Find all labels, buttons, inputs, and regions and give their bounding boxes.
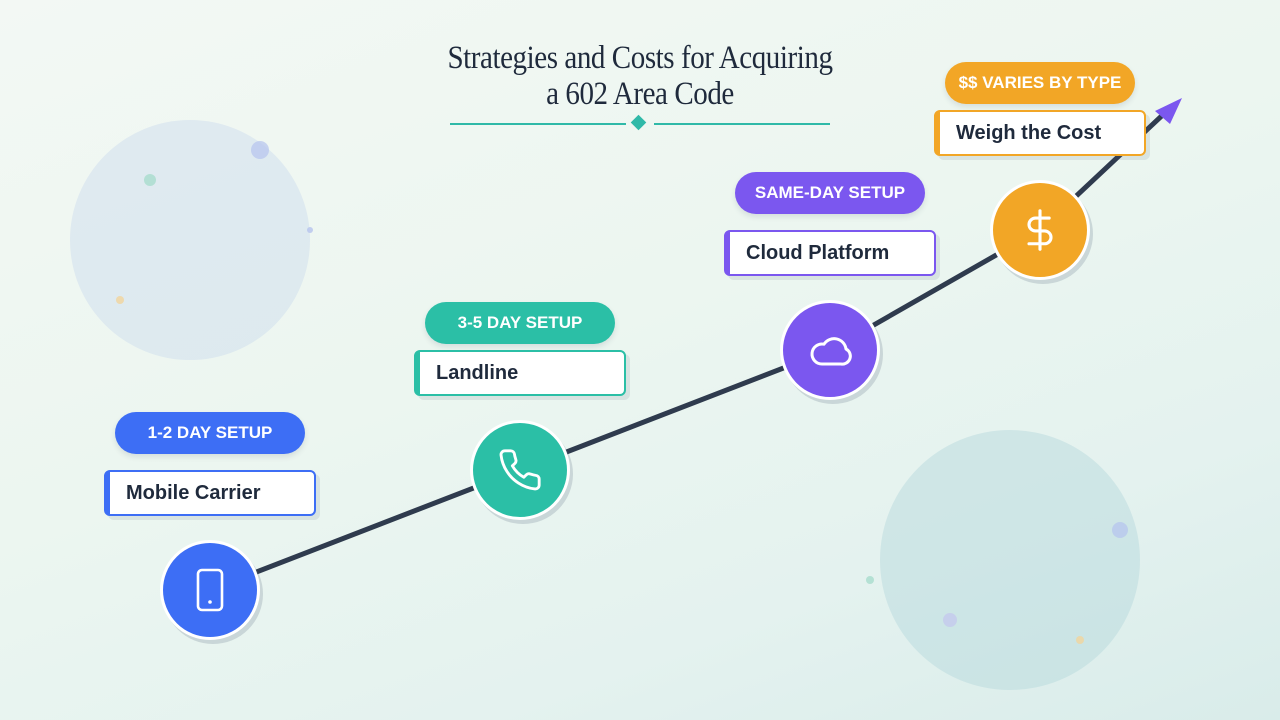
background-dot bbox=[251, 141, 269, 159]
divider-line-right bbox=[654, 123, 830, 125]
title-divider bbox=[450, 114, 830, 132]
background-dot bbox=[144, 174, 156, 186]
background-dot bbox=[1112, 522, 1128, 538]
phone-mobile-icon bbox=[196, 568, 224, 612]
setup-badge-cloud: SAME-DAY SETUP bbox=[735, 172, 925, 214]
background-dot bbox=[307, 227, 313, 233]
divider-line-left bbox=[450, 123, 626, 125]
step-node-landline bbox=[470, 420, 570, 520]
step-node-mobile bbox=[160, 540, 260, 640]
setup-badge-mobile: 1-2 DAY SETUP bbox=[115, 412, 305, 454]
background-dot bbox=[866, 576, 874, 584]
arrow-head-icon bbox=[1155, 98, 1182, 124]
background-dot bbox=[943, 613, 957, 627]
background-dot bbox=[116, 296, 124, 304]
step-card-mobile-carrier: Mobile Carrier bbox=[104, 470, 316, 516]
telephone-icon bbox=[499, 449, 541, 491]
step-card-cloud-platform: Cloud Platform bbox=[724, 230, 936, 276]
setup-badge-cost: $$ VARIES BY TYPE bbox=[945, 62, 1135, 104]
title-line-2: a 602 Area Code bbox=[546, 76, 734, 112]
title-line-1: Strategies and Costs for Acquiring bbox=[447, 40, 833, 76]
step-node-cloud bbox=[780, 300, 880, 400]
setup-badge-landline: 3-5 DAY SETUP bbox=[425, 302, 615, 344]
background-circle-left bbox=[70, 120, 310, 360]
step-node-cost bbox=[990, 180, 1090, 280]
step-card-landline: Landline bbox=[414, 350, 626, 396]
step-card-weigh-the-cost: Weigh the Cost bbox=[934, 110, 1146, 156]
dollar-icon bbox=[1027, 209, 1053, 251]
page-title: Strategies and Costs for Acquiring a 602… bbox=[376, 40, 904, 112]
background-circle-right bbox=[880, 430, 1140, 690]
background-dot bbox=[1076, 636, 1084, 644]
cloud-icon bbox=[810, 337, 852, 366]
